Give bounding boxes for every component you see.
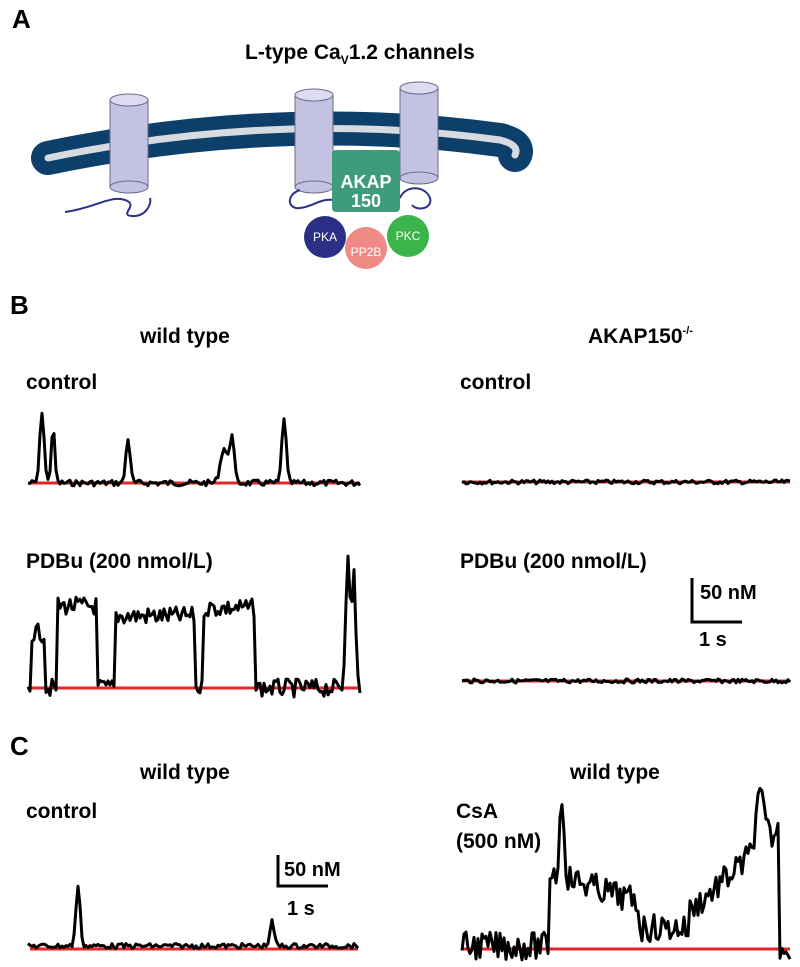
trace-b-wt-pdbu xyxy=(26,554,362,699)
scale-b-y-label: 50 nM xyxy=(700,582,757,604)
panel-b-letter: B xyxy=(10,290,29,320)
scale-c-y-label: 50 nM xyxy=(284,859,341,881)
scale-bar-b xyxy=(690,578,742,624)
pp2b-label: PP2B xyxy=(351,245,382,259)
akap-label-2: 150 xyxy=(351,191,381,211)
panel-b-left-pdbu: PDBu (200 nmol/L) xyxy=(26,550,213,573)
scale-c-x-label: 1 s xyxy=(287,898,315,920)
trace-b-ko-control xyxy=(461,478,791,486)
calcium-channel-1 xyxy=(64,93,152,218)
trace-c-wt-csa xyxy=(460,786,792,962)
panel-b-left-control: control xyxy=(26,371,98,394)
panel-b-right-header: AKAP150-/- xyxy=(588,325,693,348)
panel-a-letter: A xyxy=(12,4,31,34)
panel-b-right-pdbu: PDBu (200 nmol/L) xyxy=(460,550,647,573)
trace-b-ko-pdbu xyxy=(461,677,792,685)
pp2b-circle: PP2B xyxy=(345,227,387,269)
panel-c-left-control: control xyxy=(26,800,98,823)
panel-a-title: L-type CaV1.2 channels xyxy=(245,41,475,67)
panel-c-right-label-2: (500 nM) xyxy=(456,830,542,853)
panel-c-right-header: wild type xyxy=(570,761,660,784)
panel-c-right-label-1: CsA xyxy=(456,800,499,823)
trace-c-wt-control xyxy=(27,884,360,951)
trace-b-wt-control xyxy=(27,411,362,488)
pkc-circle: PKC xyxy=(387,215,429,257)
pka-label: PKA xyxy=(313,230,337,244)
calcium-channel-2 xyxy=(288,88,336,210)
akap-label-1: AKAP xyxy=(340,172,391,192)
akap150-box: AKAP 150 xyxy=(332,150,400,212)
scale-b-x-label: 1 s xyxy=(699,629,727,651)
panel-b-left-header: wild type xyxy=(140,325,230,348)
calcium-channel-3 xyxy=(399,81,439,210)
scale-bar-c xyxy=(276,855,328,888)
panel-c-letter: C xyxy=(10,731,29,761)
panel-b-right-control: control xyxy=(460,371,532,394)
pkc-label: PKC xyxy=(396,229,421,243)
pka-circle: PKA xyxy=(304,216,346,258)
panel-c-left-header: wild type xyxy=(140,761,230,784)
